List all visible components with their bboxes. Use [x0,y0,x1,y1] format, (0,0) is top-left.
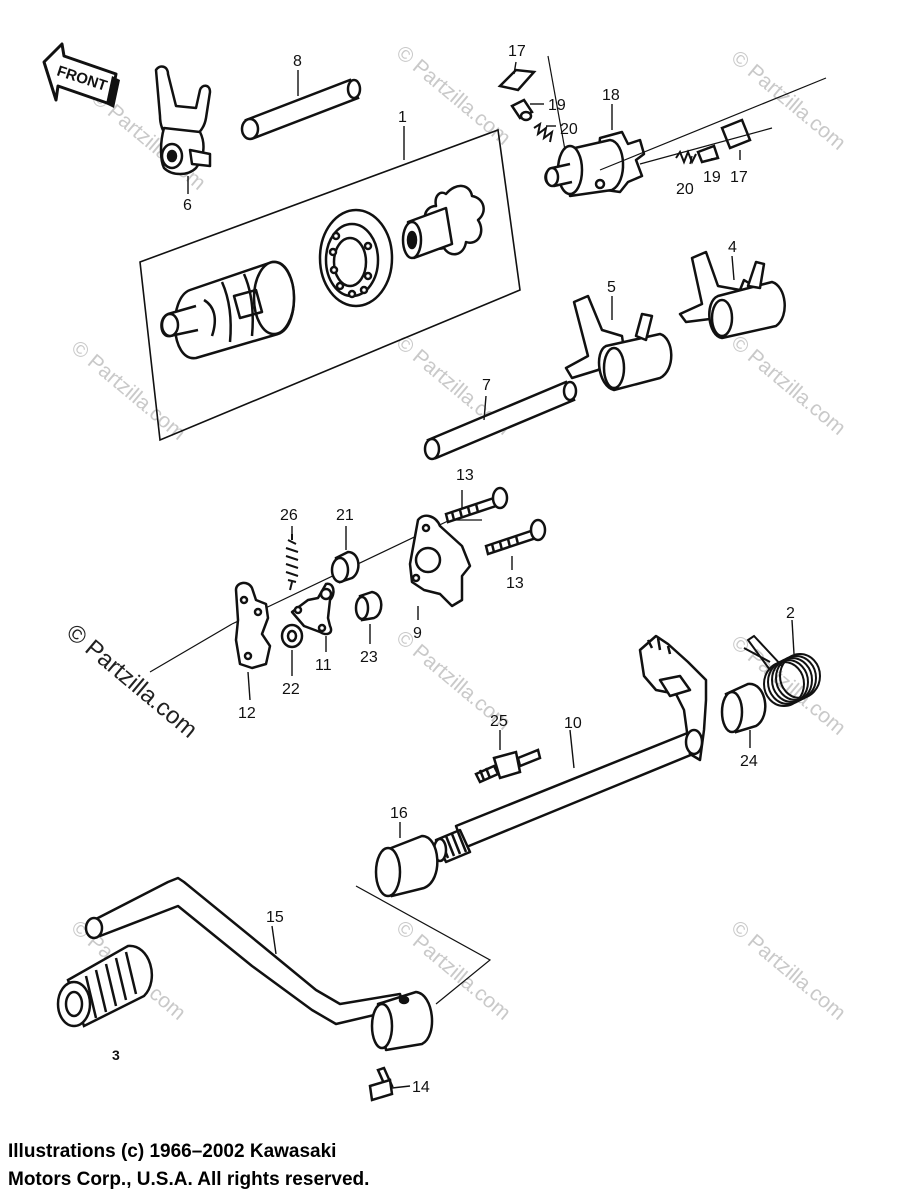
watermark-dark: © Partzilla.com [61,619,202,744]
bolt-14 [368,1066,394,1102]
assembly-box-1 [139,128,521,442]
shift-drum-1 [160,260,296,360]
stud-bolt-25 [474,748,542,784]
pin-holder-17-right [720,118,752,150]
pin-19-left [510,98,534,122]
callout-8: 8 [293,53,302,70]
callout-13-upper: 13 [456,467,474,484]
collar-16 [374,834,439,898]
pin-19-right [696,144,720,164]
bolt-13-upper [444,486,509,524]
torsion-spring-2 [743,634,821,707]
shift-pedal-15 [84,876,434,1052]
front-direction-arrow: FRONT [42,42,120,108]
shift-rod-7 [423,380,578,461]
collar-23 [354,590,383,622]
callout-20-left: 20 [560,121,578,138]
copyright-line-1: Illustrations (c) 1966–2002 Kawasaki [8,1141,337,1162]
watermark: © Partzilla.com [727,331,850,440]
spring-20-left [533,121,554,143]
callout-26: 26 [280,507,298,524]
lower-box-lines [355,885,492,1005]
collar-24 [720,682,767,734]
bearing [318,208,394,308]
watermark: © Partzilla.com [727,916,850,1025]
shift-fork-5 [564,294,673,392]
callout-1: 1 [398,109,407,126]
callout-4: 4 [728,239,737,256]
callout-24: 24 [740,753,758,770]
callout-9: 9 [413,625,422,642]
callout-19-right: 19 [703,169,721,186]
callout-6: 6 [183,197,192,214]
callout-5: 5 [607,279,616,296]
pin-holder-17-left [497,68,537,92]
callout-3: 3 [112,1047,120,1063]
callout-7: 7 [482,377,491,394]
callout-22: 22 [282,681,300,698]
callout-2: 2 [786,605,795,622]
callout-10: 10 [564,715,582,732]
callout-17-right: 17 [730,169,748,186]
callout-15: 15 [266,909,284,926]
callout-labels: 1 2 3 4 5 6 7 8 9 10 11 12 13 13 14 15 1… [112,43,795,1096]
callout-20-right: 20 [676,181,694,198]
watermark: © Partzilla.com [67,336,190,445]
spring-26 [285,534,299,591]
pawl-plate-9 [408,514,472,608]
callout-16: 16 [390,805,408,822]
copyright-line-2: Motors Corp., U.S.A. All rights reserved… [8,1169,370,1190]
washer-22 [280,623,304,649]
pedal-rubber-3 [56,944,154,1028]
shift-shaft-10 [432,634,708,864]
callout-11: 11 [315,657,332,674]
callout-18: 18 [602,87,620,104]
callout-25: 25 [490,713,508,730]
callout-12: 12 [238,705,256,722]
callout-leaders [187,61,795,1089]
callout-23: 23 [360,649,378,666]
collar-21 [330,550,360,584]
callout-17-left: 17 [508,43,526,60]
shift-fork-6 [154,65,212,176]
shift-fork-4 [678,250,786,340]
watermark: © Partzilla.com [392,41,515,150]
callout-19-left: 19 [548,97,566,114]
copyright-notice: Illustrations (c) 1966–2002 Kawasaki Mot… [8,1138,369,1194]
callout-13-lower: 13 [506,575,524,592]
bolt-13-lower [484,518,547,556]
assembly-guide-lines [547,55,827,171]
shift-drum-star-18 [544,130,646,198]
shift-cam [401,184,485,260]
callout-14: 14 [412,1079,430,1096]
arm-12 [234,581,272,670]
callout-21: 21 [336,507,354,524]
shift-rod-8 [240,78,362,141]
lever-11 [290,582,335,636]
